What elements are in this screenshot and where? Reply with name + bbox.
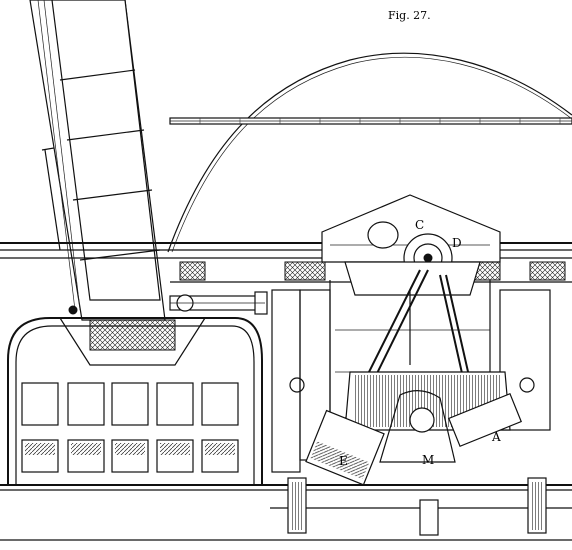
label-a: A [491, 430, 501, 444]
paddle-box-arc [167, 52, 572, 253]
engine-frame [270, 194, 572, 509]
upper-deck-beam [169, 117, 572, 125]
label-c: C [415, 218, 424, 232]
label-d: D [452, 236, 462, 250]
boiler [0, 317, 270, 491]
foundation [0, 477, 572, 541]
figure-caption: Fig. 27. [388, 9, 431, 22]
label-e: E [339, 454, 348, 468]
funnel [29, 0, 166, 321]
steam-pipe [68, 291, 268, 315]
label-m: M [422, 453, 434, 467]
